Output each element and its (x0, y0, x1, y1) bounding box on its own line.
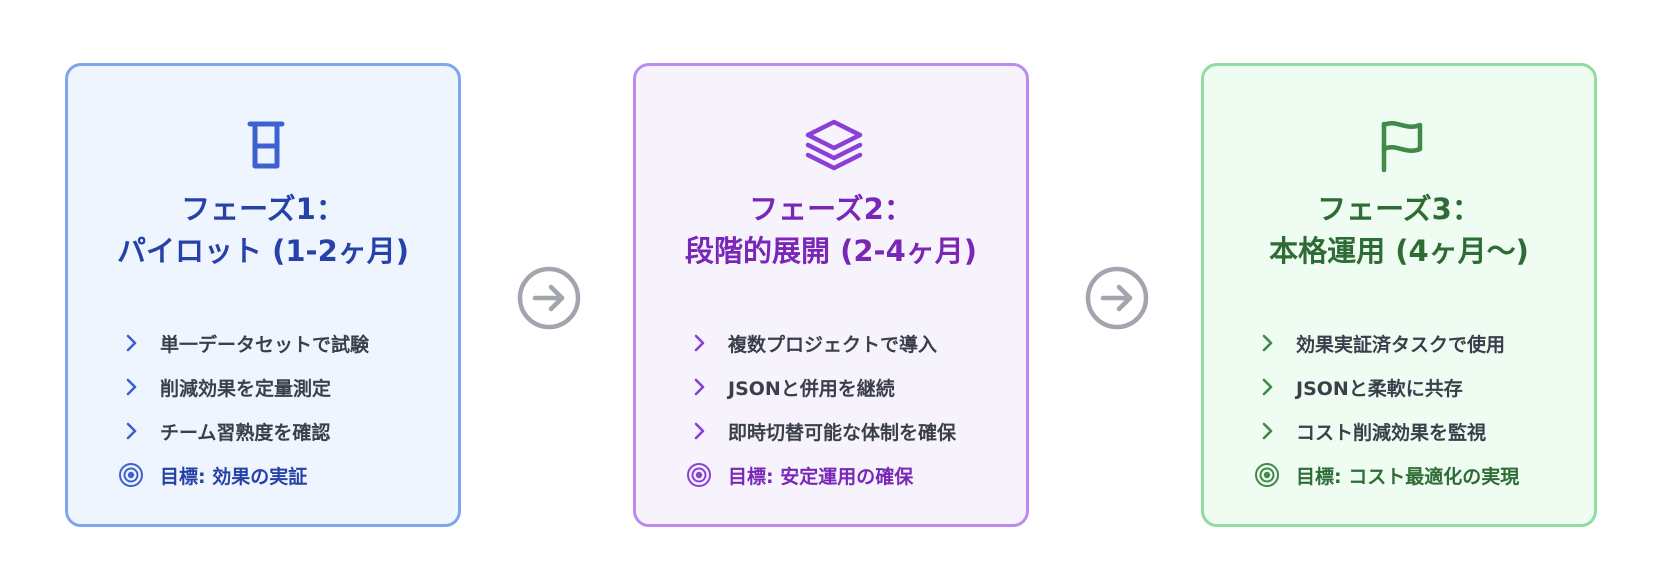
list-item-label: コスト削減効果を監視 (1296, 421, 1487, 444)
list-item-label: 即時切替可能な体制を確保 (728, 421, 957, 444)
list-item: 効果実証済タスクで使用 (1254, 321, 1586, 365)
phase-title: フェーズ1： パイロット (1-2ヶ月) (68, 188, 458, 272)
list-item: 単一データセットで試験 (118, 321, 450, 365)
goal-label: 目標: 効果の実証 (160, 465, 308, 488)
phase-card-1: フェーズ1： パイロット (1-2ヶ月) 単一データセットで試験 削減効果を定量… (65, 63, 461, 527)
arrow-right-circle-icon (516, 265, 582, 331)
list-item-label: 削減効果を定量測定 (160, 377, 332, 400)
phase-title-line2: 本格運用 (4ヶ月〜) (1269, 234, 1529, 268)
target-icon (118, 462, 144, 488)
list-item: JSONと併用を継続 (686, 365, 1018, 409)
list-item: 複数プロジェクトで導入 (686, 321, 1018, 365)
phase-card-2: フェーズ2： 段階的展開 (2-4ヶ月) 複数プロジェクトで導入 JSONと併用… (633, 63, 1029, 527)
list-item: チーム習熟度を確認 (118, 409, 450, 453)
list-item-label: JSONと柔軟に共存 (1296, 377, 1463, 400)
list-item-label: JSONと併用を継続 (728, 377, 895, 400)
layers-icon (804, 116, 864, 176)
list-item-label: 効果実証済タスクで使用 (1296, 333, 1506, 356)
flag-icon (1372, 116, 1432, 176)
chevron-right-icon (1254, 330, 1280, 356)
phase-item-list: 単一データセットで試験 削減効果を定量測定 チーム習熟度を確認 目標: 効果の実… (118, 321, 450, 497)
list-item: 即時切替可能な体制を確保 (686, 409, 1018, 453)
target-icon (1254, 462, 1280, 488)
chevron-right-icon (118, 374, 144, 400)
phase-title: フェーズ2： 段階的展開 (2-4ヶ月) (636, 188, 1026, 272)
list-item-label: チーム習熟度を確認 (160, 421, 331, 444)
chevron-right-icon (118, 418, 144, 444)
goal-item: 目標: コスト最適化の実現 (1254, 453, 1586, 497)
chevron-right-icon (686, 418, 712, 444)
list-item: 削減効果を定量測定 (118, 365, 450, 409)
phase-title-line1: フェーズ2： (749, 192, 913, 226)
list-item-label: 複数プロジェクトで導入 (728, 333, 938, 356)
chevron-right-icon (686, 374, 712, 400)
phase-title-line2: パイロット (1-2ヶ月) (117, 234, 409, 268)
phase-item-list: 複数プロジェクトで導入 JSONと併用を継続 即時切替可能な体制を確保 目標: … (686, 321, 1018, 497)
phase-title-line2: 段階的展開 (2-4ヶ月) (685, 234, 977, 268)
list-item: JSONと柔軟に共存 (1254, 365, 1586, 409)
goal-label: 目標: コスト最適化の実現 (1296, 465, 1520, 488)
list-item: コスト削減効果を監視 (1254, 409, 1586, 453)
chevron-right-icon (1254, 418, 1280, 444)
chevron-right-icon (686, 330, 712, 356)
beaker-icon (236, 116, 296, 176)
list-item-label: 単一データセットで試験 (160, 333, 370, 356)
goal-label: 目標: 安定運用の確保 (728, 465, 914, 488)
chevron-right-icon (1254, 374, 1280, 400)
arrow-right-circle-icon (1084, 265, 1150, 331)
goal-item: 目標: 効果の実証 (118, 453, 450, 497)
phase-title: フェーズ3： 本格運用 (4ヶ月〜) (1204, 188, 1594, 272)
target-icon (686, 462, 712, 488)
phase-title-line1: フェーズ1： (181, 192, 345, 226)
phase-item-list: 効果実証済タスクで使用 JSONと柔軟に共存 コスト削減効果を監視 目標: コス… (1254, 321, 1586, 497)
goal-item: 目標: 安定運用の確保 (686, 453, 1018, 497)
chevron-right-icon (118, 330, 144, 356)
phase-title-line1: フェーズ3： (1317, 192, 1481, 226)
phase-card-3: フェーズ3： 本格運用 (4ヶ月〜) 効果実証済タスクで使用 JSONと柔軟に共… (1201, 63, 1597, 527)
